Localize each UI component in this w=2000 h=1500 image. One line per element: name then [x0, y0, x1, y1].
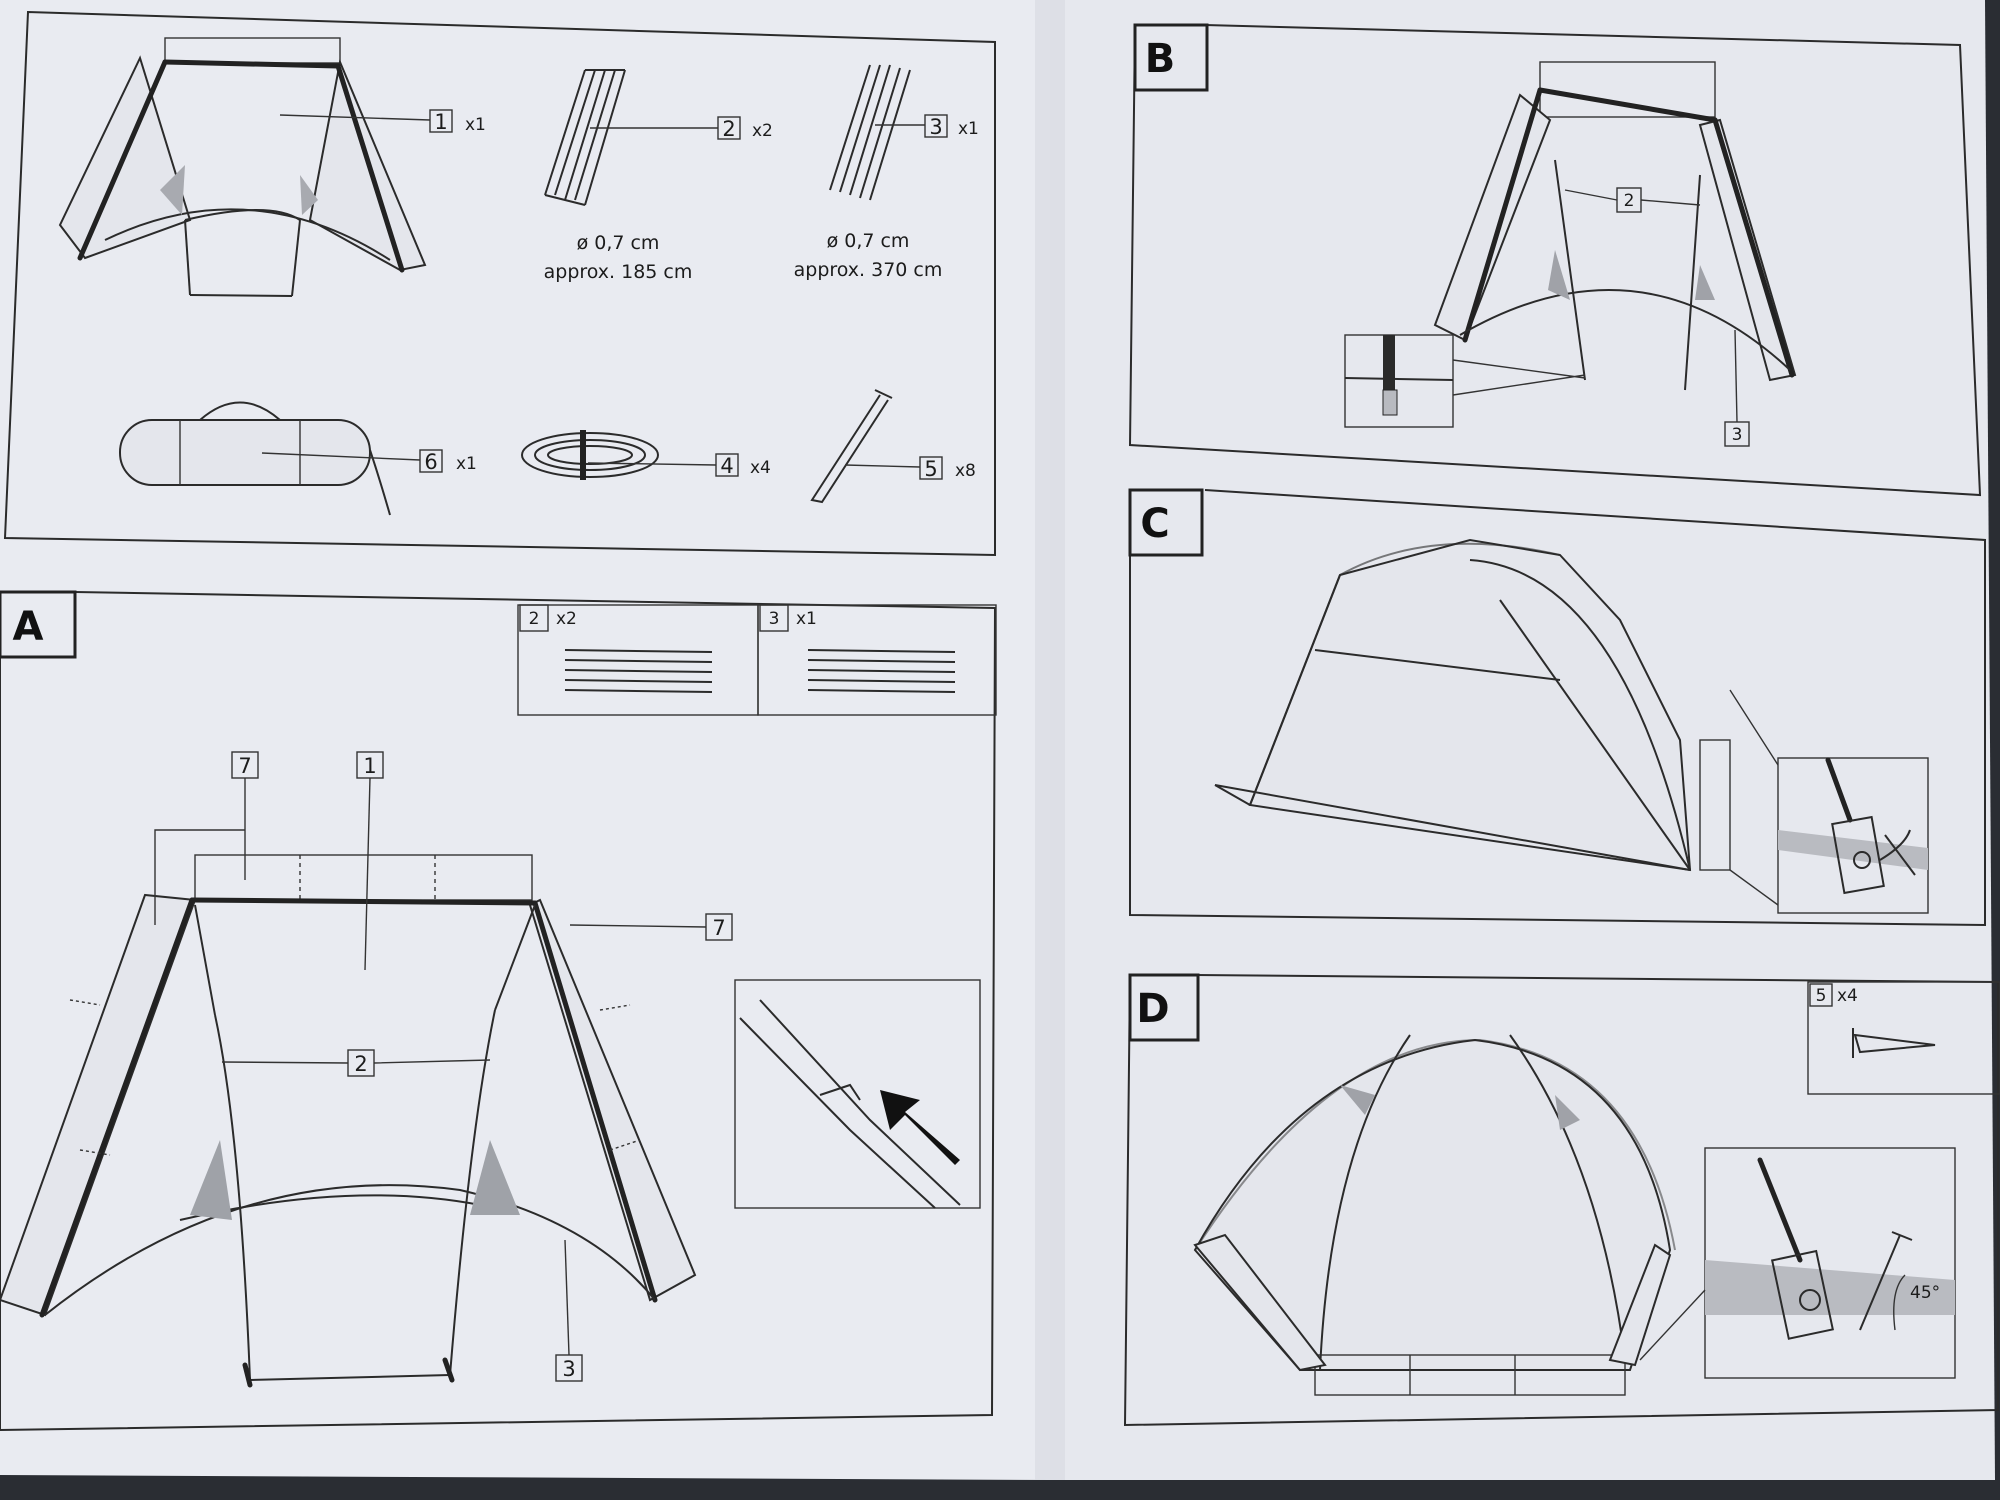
step-a-letter: A — [13, 604, 44, 650]
step-a-pole-box-2: 2 x2 — [517, 604, 759, 716]
part-6-label: 6 x1 — [419, 449, 477, 474]
step-d-peg-box: 5 x4 — [1807, 981, 2000, 1095]
part-5-label: 5 x8 — [919, 456, 976, 481]
step-a-tent-illustration — [0, 854, 697, 1388]
svg-text:approx. 370 cm: approx. 370 cm — [794, 259, 943, 281]
left-page — [0, 0, 1050, 1480]
svg-text:3: 3 — [929, 115, 942, 139]
step-b-callout-3: 3 — [1724, 329, 1750, 447]
svg-text:ø 0,7 cm: ø 0,7 cm — [827, 230, 910, 252]
step-b-tent-illustration — [1433, 61, 1797, 391]
svg-text:x8: x8 — [955, 461, 976, 481]
step-d-angle-label: 45° — [1910, 1283, 1940, 1303]
svg-text:1: 1 — [434, 110, 447, 134]
step-a-pole-box-3: 3 x1 — [757, 604, 997, 716]
part-1-tent-illustration — [58, 37, 427, 297]
svg-text:6: 6 — [424, 450, 437, 474]
svg-text:5: 5 — [1816, 986, 1827, 1006]
svg-text:7: 7 — [238, 754, 251, 778]
part-5-peg-illustration — [810, 389, 893, 504]
step-d-detail-inset: 45° — [1639, 1147, 1956, 1379]
step-a-callout-7-left: 7 — [154, 751, 259, 925]
svg-text:approx. 185 cm: approx. 185 cm — [544, 261, 693, 283]
step-b-detail-inset — [1344, 334, 1586, 428]
step-a-callout-1: 1 — [356, 751, 384, 971]
svg-text:x1: x1 — [465, 115, 486, 135]
svg-text:ø 0,7 cm: ø 0,7 cm — [577, 232, 660, 254]
step-b-panel: B 2 3 — [1128, 23, 1982, 497]
part-4-rope-illustration — [521, 430, 659, 480]
svg-text:5: 5 — [924, 457, 937, 481]
svg-text:2: 2 — [354, 1052, 367, 1076]
step-c-panel: C — [1128, 488, 1986, 927]
svg-text:x2: x2 — [556, 609, 577, 629]
svg-text:3: 3 — [1732, 425, 1743, 445]
part-2-label: 2 x2 ø 0,7 cm approx. 185 cm — [544, 116, 773, 283]
svg-text:x4: x4 — [1837, 986, 1858, 1006]
step-a-callout-3: 3 — [555, 1239, 583, 1382]
step-a-panel: A 2 x2 3 x1 — [0, 590, 997, 1432]
svg-text:x1: x1 — [796, 609, 817, 629]
parts-panel: 1 x1 2 x2 ø 0,7 cm approx. 185 cm 3 x1 ø… — [3, 10, 996, 557]
step-b-letter: B — [1145, 36, 1176, 82]
svg-text:x1: x1 — [456, 454, 477, 474]
step-c-letter: C — [1140, 501, 1169, 547]
part-4-label: 4 x4 — [715, 453, 771, 478]
svg-text:x1: x1 — [958, 119, 979, 139]
step-d-letter: D — [1136, 986, 1169, 1032]
svg-text:4: 4 — [720, 454, 733, 478]
svg-text:x4: x4 — [750, 458, 771, 478]
step-b-callout-2: 2 — [1564, 187, 1701, 213]
svg-text:3: 3 — [769, 609, 780, 629]
step-a-callout-2: 2 — [221, 1049, 491, 1077]
svg-text:x2: x2 — [752, 121, 773, 141]
step-d-panel: D 5 x4 4 — [1123, 973, 2000, 1427]
svg-text:7: 7 — [712, 916, 725, 940]
step-c-detail-inset — [1729, 689, 1929, 914]
step-a-detail-inset — [734, 979, 981, 1209]
step-d-tent-illustration — [1193, 1034, 1676, 1396]
part-1-label: 1 x1 — [429, 109, 486, 135]
svg-text:2: 2 — [529, 609, 540, 629]
part-2-poles-illustration — [544, 69, 626, 206]
svg-text:2: 2 — [1624, 191, 1635, 211]
part-3-poles-illustration — [829, 64, 911, 201]
svg-text:3: 3 — [562, 1357, 575, 1381]
part-6-bag-illustration — [119, 401, 391, 516]
part-3-label: 3 x1 ø 0,7 cm approx. 370 cm — [794, 114, 979, 281]
svg-text:2: 2 — [722, 117, 735, 141]
step-a-callout-7-right: 7 — [569, 913, 733, 941]
step-c-tent-illustration — [1214, 538, 1731, 872]
svg-text:1: 1 — [363, 754, 376, 778]
